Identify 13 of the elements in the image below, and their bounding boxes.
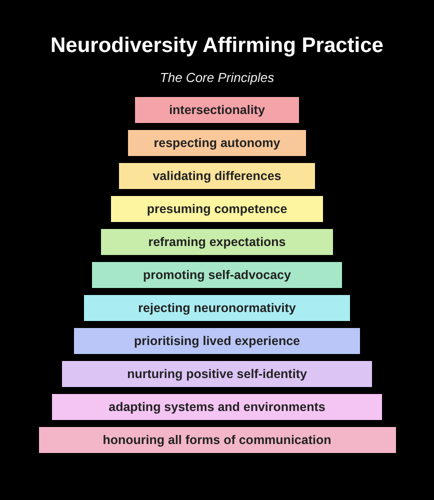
pyramid-tier: rejecting neuronormativity [84,295,350,321]
diagram-title: Neurodiversity Affirming Practice [50,34,384,58]
pyramid-tier: respecting autonomy [128,130,306,156]
subtitle: The Core Principles [160,70,274,85]
pyramid-tier: intersectionality [135,97,299,123]
pyramid-tier: adapting systems and environments [52,394,382,420]
pyramid-tier: nurturing positive self-identity [62,361,372,387]
pyramid-tier: presuming competence [111,196,323,222]
pyramid-tier: reframing expectations [101,229,333,255]
pyramid-tier: validating differences [119,163,315,189]
pyramid-tier: prioritising lived experience [74,328,360,354]
pyramid-tier: honouring all forms of communication [38,427,396,453]
pyramid-tier: promoting self-advocacy [92,262,342,288]
